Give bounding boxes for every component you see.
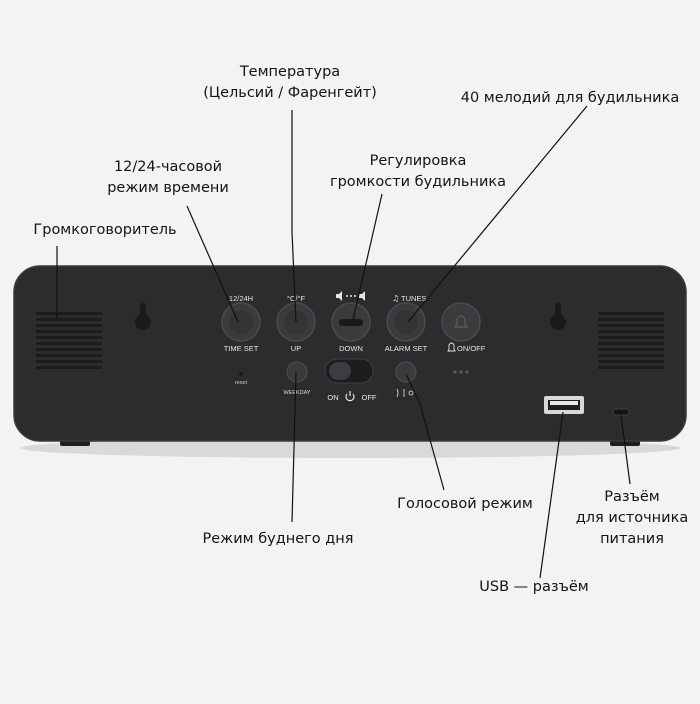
callout-temperature: Температура (Цельсий / Фаренгейт) [200,62,380,104]
leader-temperature [291,110,297,323]
callout-volume-line2: громкости будильника [329,174,507,190]
label-up: UP [291,344,301,353]
reset-pinhole[interactable] [239,372,243,376]
keyhole-left [135,303,151,330]
power-icon [345,391,355,402]
leader-voice [405,373,445,491]
device-body [14,266,686,441]
voice-light-icon [396,388,414,398]
callout-temperature-line2: (Цельсий / Фаренгейт) [203,85,377,101]
callout-hour-mode-line1: 12/24-часовой [113,159,223,175]
callout-speaker-text: Громкоговоритель [33,222,177,238]
leader-hour-mode [186,205,239,323]
callout-voice-mode: Голосовой режим [385,494,545,515]
leader-lines [56,105,631,579]
label-c-f: °C/°F [287,294,305,303]
callout-melodies: 40 мелодий для будильника [445,88,695,109]
speaker-grille-left [36,312,102,369]
leader-power-jack [620,414,631,485]
callout-usb-text: USB — разъём [479,579,589,595]
indicator-dots [453,370,469,374]
callout-hour-mode-line2: режим времени [107,180,229,196]
bell-small-icon [447,342,456,352]
callout-voice-mode-text: Голосовой режим [397,496,533,512]
button-down[interactable] [331,302,371,342]
label-switch-off: OFF [362,393,377,402]
callout-power-jack: Разъём для источника питания [562,487,700,550]
label-time-set: TIME SET [224,344,259,353]
label-12-24h: 12/24H [229,294,253,303]
button-time-set[interactable] [221,302,261,342]
leader-melodies [407,105,588,323]
device-shadow [20,438,680,458]
button-voice-mode[interactable] [395,361,417,383]
label-down: DOWN [339,344,363,353]
note-icon: ♫ [392,294,399,303]
callout-speaker: Громкоговоритель [22,220,188,241]
callout-weekday-mode-text: Режим буднего дня [202,531,354,547]
usb-port[interactable] [544,396,584,414]
label-alarm-set: ALARM SET [385,344,428,353]
callout-volume: Регулировка громкости будильника [318,151,518,193]
callout-hour-mode: 12/24-часовой режим времени [98,157,238,199]
label-weekday: WEEKDAY [283,390,310,396]
power-switch[interactable] [324,358,374,384]
label-reset: reset [235,380,248,386]
callout-power-jack-line1: Разъём [604,489,660,505]
keyhole-right [550,303,566,330]
label-tunes: TUNES [401,294,426,303]
callout-usb: USB — разъём [466,577,602,598]
callout-weekday-mode: Режим буднего дня [186,529,370,550]
speaker-grille-right [598,312,664,369]
bell-icon [453,315,469,328]
leader-usb [539,411,564,579]
device-body-edge [13,265,687,442]
callout-melodies-text: 40 мелодий для будильника [460,90,680,106]
label-switch-on: ON [327,393,338,402]
leader-volume [352,193,383,321]
label-on-off: ON/OFF [457,344,486,353]
leader-weekday [291,371,297,523]
callout-power-jack-line3: питания [600,531,664,547]
power-jack-port[interactable] [612,408,630,416]
callout-volume-line1: Регулировка [369,153,467,169]
button-weekday[interactable] [286,361,308,383]
callout-power-jack-line2: для источника [575,510,689,526]
volume-icon [336,291,365,301]
callout-temperature-line1: Температура [239,64,341,80]
button-alarm-on-off[interactable] [441,302,481,342]
